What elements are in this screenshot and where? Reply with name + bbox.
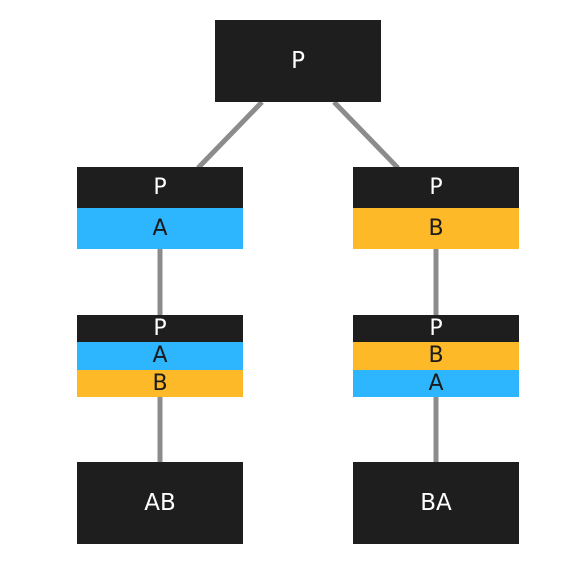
right-leaf-label: BA: [353, 462, 519, 544]
right-child-layer-p: P: [353, 167, 519, 208]
left-leaf-node: AB: [77, 462, 243, 544]
left-child-node: P A: [77, 167, 243, 249]
root-node: P: [215, 20, 381, 102]
right-grandchild-node: P B A: [353, 315, 519, 397]
left-grandchild-layer-p: P: [77, 315, 243, 342]
connector-root-left: [196, 100, 264, 170]
right-child-layer-b: B: [353, 208, 519, 249]
root-label: P: [215, 20, 381, 102]
left-grandchild-layer-b: B: [77, 370, 243, 397]
right-leaf-node: BA: [353, 462, 519, 544]
right-grandchild-layer-b: B: [353, 342, 519, 370]
right-grandchild-layer-p: P: [353, 315, 519, 342]
connector-root-right: [332, 100, 400, 170]
left-child-layer-a: A: [77, 208, 243, 249]
right-grandchild-layer-a: A: [353, 370, 519, 397]
left-leaf-label: AB: [77, 462, 243, 544]
left-grandchild-node: P A B: [77, 315, 243, 397]
left-grandchild-layer-a: A: [77, 342, 243, 370]
left-child-layer-p: P: [77, 167, 243, 208]
right-child-node: P B: [353, 167, 519, 249]
